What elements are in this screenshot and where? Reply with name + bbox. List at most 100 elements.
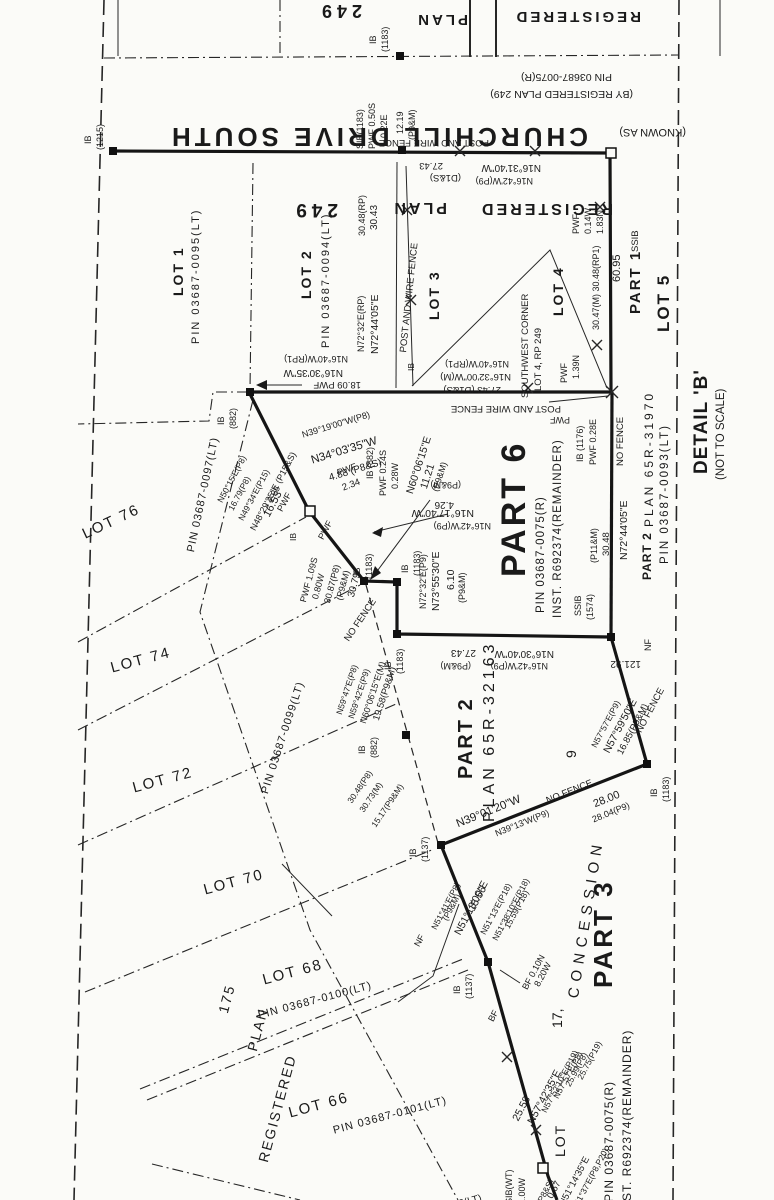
plan-label: 30.48(RP)	[357, 194, 367, 236]
plan-label: SIB(WT)	[504, 1169, 514, 1200]
plan-label: PWF 0.50S	[367, 102, 377, 149]
plan-249-label-top: 249	[316, 1, 362, 21]
plan-label: 9	[563, 750, 579, 758]
plan-label: 17,	[549, 1008, 565, 1028]
plan-label: (1574)	[585, 593, 595, 620]
plan-label: N16°40'W(RP1)	[445, 359, 509, 369]
plan-label: PART 2	[640, 532, 654, 580]
plan-label: IB	[452, 985, 462, 994]
plan-label: SSIB	[573, 595, 583, 616]
plan-label: (D1&S)	[429, 172, 461, 183]
plan-label: N16°42'W(P9)	[433, 521, 491, 531]
street-pin-label: PIN 03687-0075(R)	[520, 71, 612, 83]
plan-label: IB	[649, 788, 659, 797]
plan-label: INST. R692374(REMAINDER)	[552, 439, 564, 618]
plan-label: 6.10	[445, 569, 457, 590]
plan-label: REGISTERED	[478, 200, 613, 217]
plan-label: N73°55'30"E	[430, 551, 442, 611]
plan-label: LOT 4, RP 249	[533, 327, 544, 391]
registered-label-top: REGISTERED	[513, 8, 641, 25]
plan-label: SOUTHWEST CORNER	[520, 293, 531, 398]
plan-label: IB	[408, 848, 418, 857]
plan-label: N72°44'05"E	[369, 294, 381, 354]
plan-label: (P9&M)	[440, 661, 471, 671]
plan-label: (1137)	[420, 836, 430, 862]
plan-label: PLAN 65R-32163	[481, 640, 498, 822]
plan-label: 30.43	[369, 204, 380, 230]
plan-label: PIN 03687-0075(R)	[602, 1080, 616, 1200]
plan-label: 0.28W	[390, 462, 400, 489]
plan-label: SIB(1183)	[355, 109, 365, 149]
plan-label: (P11&M)	[589, 528, 599, 563]
lot2-label: LOT 2	[298, 249, 314, 299]
plan-label: 30.48	[601, 532, 612, 556]
open-monument-markers	[304, 147, 617, 1174]
plan-label: (KNOWN AS)	[619, 126, 686, 138]
plan-label: IB	[406, 362, 416, 371]
lot3-label: LOT 3	[426, 270, 442, 320]
plan-label: IB (1176)	[575, 425, 585, 462]
part3-label: PART 3	[588, 879, 618, 988]
plan-label: PIN 03687-0093(LT)	[659, 424, 671, 564]
plan-label: 1.39N	[571, 354, 581, 379]
lot5-label: LOT 5	[654, 273, 673, 332]
plan-label: IB	[288, 532, 298, 541]
plan-label: IB	[368, 35, 378, 44]
plan-label: INST. R692374(REMAINDER)	[620, 1029, 634, 1200]
no-fence-line	[365, 584, 439, 844]
plan-label: PWF	[559, 363, 569, 383]
plan-label: POST AND WIRE FENCE	[378, 137, 489, 148]
plan-label: PIN 03687-0075(R)	[535, 496, 547, 613]
plan-label: N72°44'05"E	[618, 500, 630, 560]
plan-label: (882)	[369, 736, 379, 758]
plan-label: PLAN	[391, 199, 447, 216]
plan-label: (P9&M)	[457, 572, 467, 603]
monument-markers	[109, 52, 651, 966]
plan-label: (NOT TO SCALE)	[715, 388, 727, 480]
plan-label: PWF	[550, 415, 570, 425]
plan-label: N16°30'40"W	[494, 648, 555, 659]
plan-label: (P9&M)	[407, 109, 417, 140]
lot-lines	[77, 0, 680, 1200]
plan-label: (1215)	[95, 123, 105, 150]
plan-label: 18.09 PWF	[313, 379, 361, 390]
plan-label: 27.43	[419, 160, 443, 171]
plan-label: 1.00W	[517, 1177, 527, 1200]
plan-label: NO FENCE	[615, 416, 626, 466]
plan-label: (1183)	[364, 553, 374, 579]
x-marks	[401, 145, 619, 1136]
plan-label: PIN 03687-0094(LT)	[320, 212, 332, 348]
plan-label: N16°42'W(P9)	[490, 661, 548, 671]
plan-label: 30.47(M) 30.48(RP1)	[591, 245, 601, 330]
plan-label: NF	[643, 639, 653, 651]
plan-label: N16°32'00"W(M)	[440, 371, 511, 382]
leader-arrowheads	[256, 380, 383, 580]
plan-label: PWF 0.24S	[378, 449, 388, 496]
plan-label: 27.43	[450, 647, 476, 658]
plan-label: N72°32'E(RP)	[356, 295, 366, 352]
plan-label: LOT	[552, 1123, 568, 1157]
part6-label: PART 6	[495, 440, 533, 577]
plan-label: (1183)	[661, 776, 671, 802]
plan-label-top: PLAN	[415, 11, 468, 28]
plan-label: IB	[83, 135, 93, 144]
plan-label: N16°30'35"W	[283, 367, 344, 378]
lot1-label: LOT 1	[170, 246, 186, 296]
plan-label: N16°40'W(RP1)	[284, 354, 348, 364]
road-allowance-line-east	[672, 0, 680, 1200]
plan-label: (1183)	[380, 26, 390, 52]
plan-label: 27.43 (D1&S)	[443, 384, 501, 395]
detail-b-title: DETAIL 'B'	[691, 369, 712, 474]
travelled-road-lines	[469, 0, 497, 57]
plan-label: N16°31'40"W	[481, 162, 542, 173]
plan-label: IB	[352, 567, 362, 576]
plan-label: 12.19	[395, 111, 405, 134]
plan-label: IB	[216, 416, 226, 425]
plan-label: 60.95	[611, 254, 623, 282]
plan-label: IB	[400, 564, 410, 573]
plan-label: POST AND WIRE FENCE	[450, 403, 561, 414]
plan-label: (BY REGISTERED PLAN 249)	[490, 88, 633, 100]
plan-label: PIN 03687-0095(LT)	[190, 208, 202, 344]
